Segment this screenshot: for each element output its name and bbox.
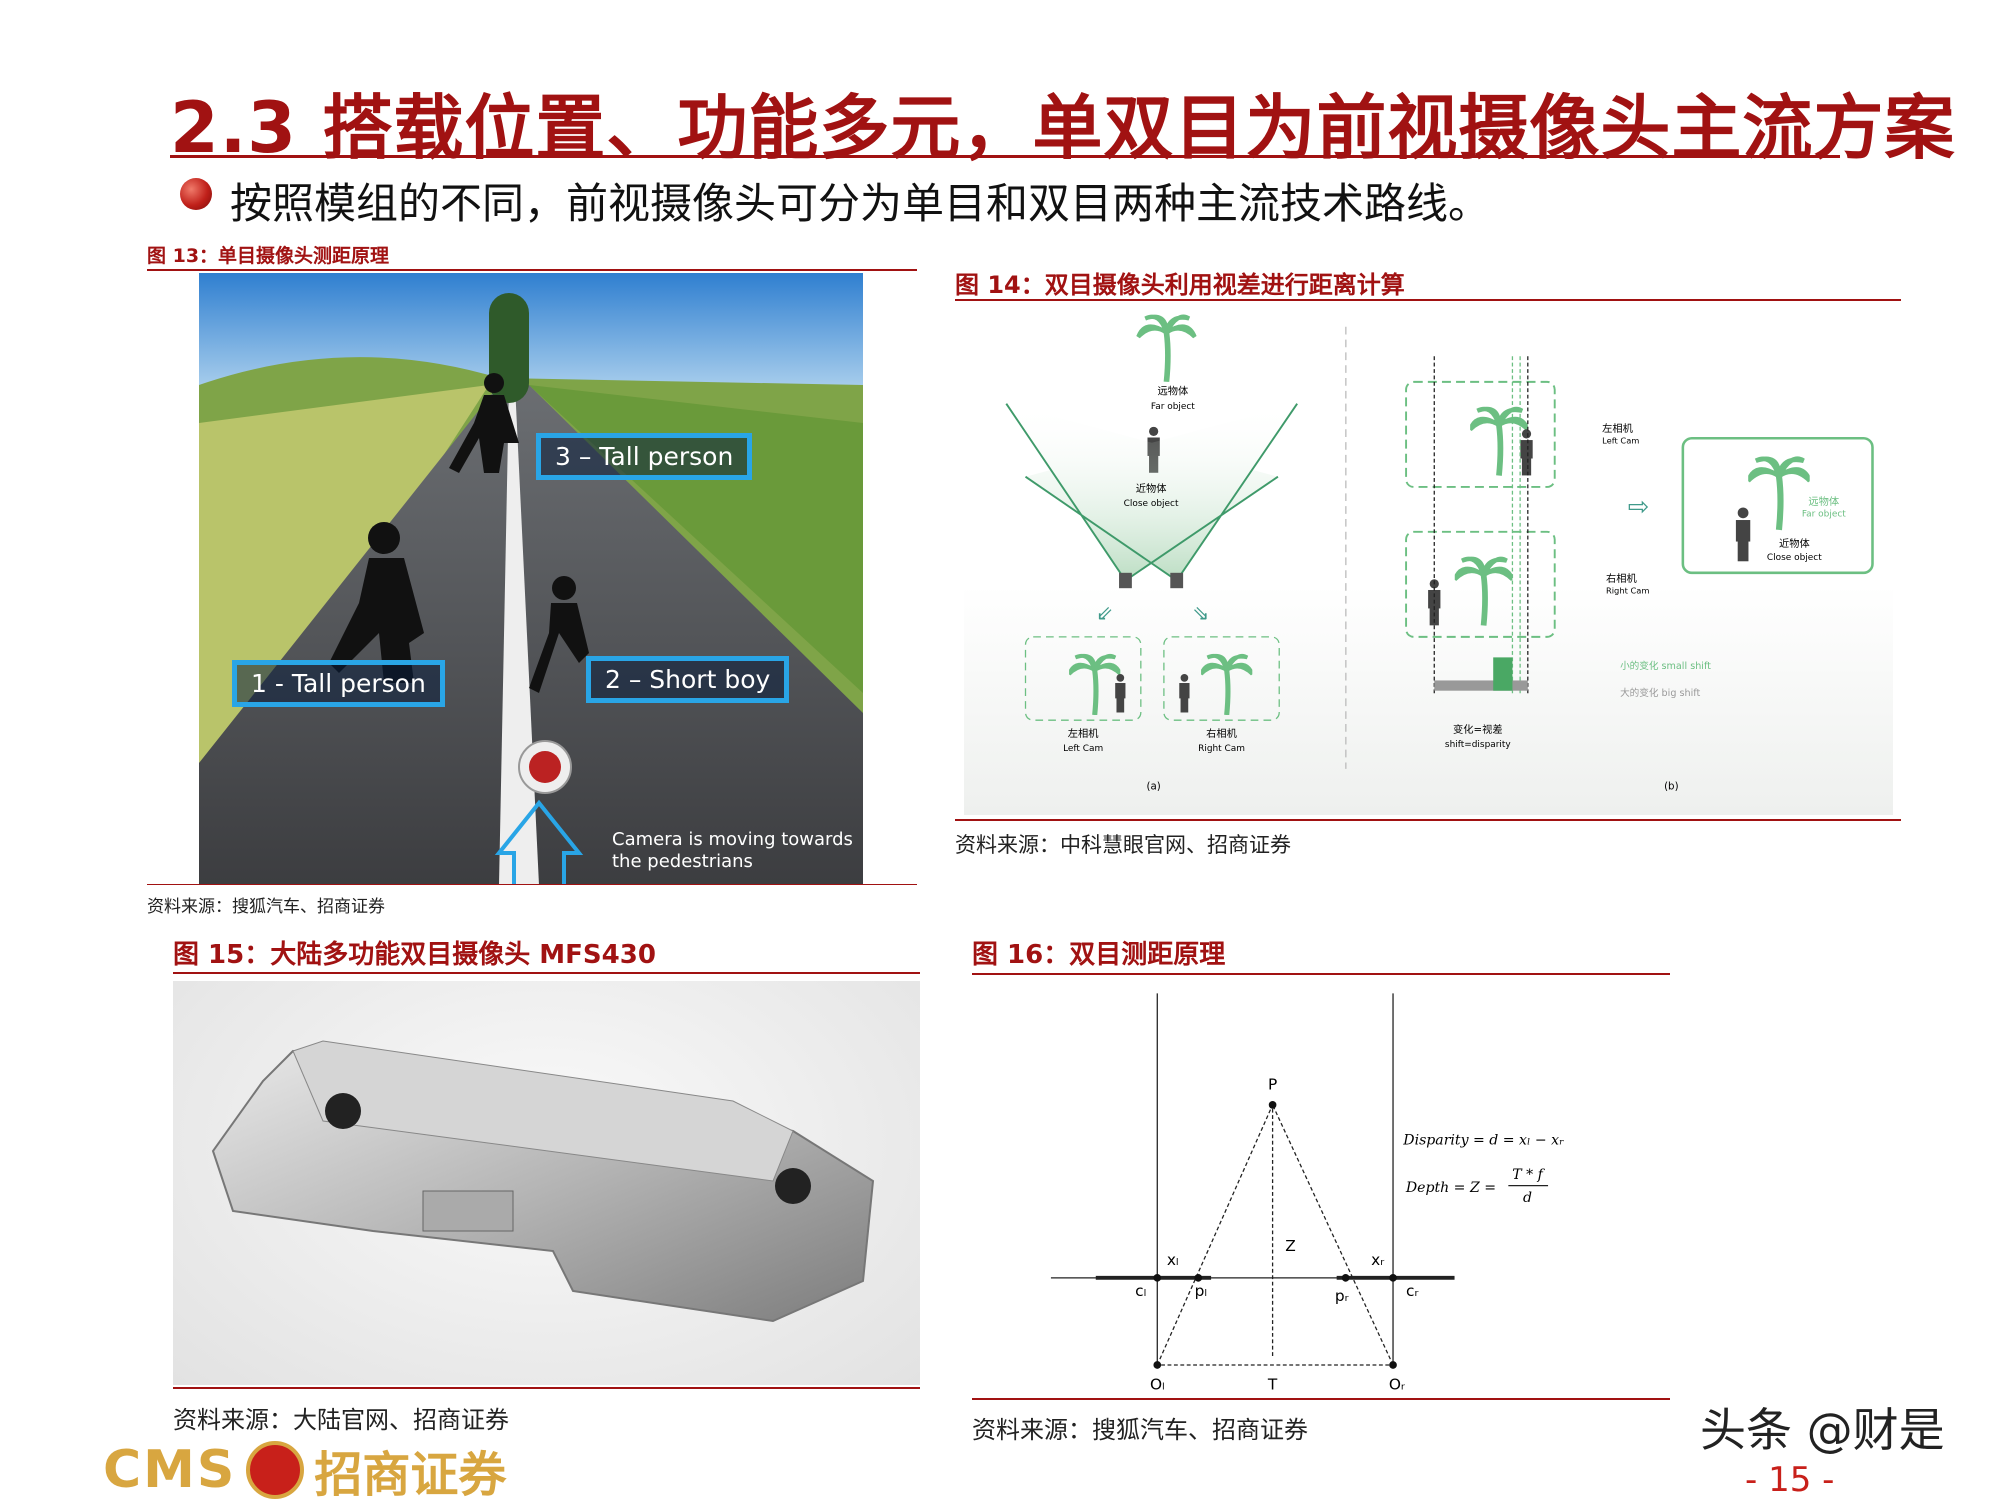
far-object-en: Far object <box>1151 402 1195 412</box>
fig15-camera-photo <box>173 981 920 1385</box>
far-object-cn-b: 远物体 <box>1808 495 1839 508</box>
pedestrian-silhouettes <box>329 373 589 693</box>
depth-formula-left: Depth = Z = <box>1405 1180 1496 1196</box>
fig13-bottom-rule <box>147 884 917 885</box>
fig14-stereo-diagram: 远物体 Far object 近物体 Close object ⇙ ⇘ 左相机 L… <box>964 305 1893 815</box>
camera-moving-text: Camera is moving towards the pedestrians <box>612 829 853 873</box>
label-Z: Z <box>1285 1237 1296 1255</box>
cms-logo: CMS 招商证券 <box>103 1440 506 1503</box>
panel-a-label: (a) <box>1147 780 1161 792</box>
fig15-bottom-rule <box>173 1387 920 1389</box>
direction-arrow-icon <box>494 799 584 885</box>
small-shift-label: 小的变化 small shift <box>1620 660 1711 672</box>
far-object-en-b: Far object <box>1802 509 1846 519</box>
label-Ol: Oₗ <box>1150 1375 1165 1393</box>
close-object-cn: 近物体 <box>1136 482 1167 495</box>
label-pl: pₗ <box>1195 1282 1207 1300</box>
close-object-cn-b: 近物体 <box>1779 537 1810 550</box>
label-short-boy: 2 – Short boy <box>586 656 790 703</box>
left-cam-en-a: Left Cam <box>1063 744 1103 754</box>
fig13-rule <box>147 269 917 271</box>
logo-emblem-icon <box>246 1441 305 1499</box>
left-lens-icon <box>325 1093 361 1129</box>
right-cam-en-a: Right Cam <box>1198 744 1245 754</box>
depth-formula-numerator: T * f <box>1512 1167 1545 1183</box>
fig16-source: 资料来源：搜狐汽车、招商证券 <box>972 1416 1308 1444</box>
watermark: 头条 @财是 <box>1700 1403 1945 1457</box>
svg-text:⇙: ⇙ <box>1096 601 1113 625</box>
fig14-rule <box>955 299 1901 301</box>
far-object-cn: 远物体 <box>1157 385 1188 398</box>
bullet-icon <box>180 178 212 210</box>
shift-en: shift=disparity <box>1445 740 1512 750</box>
label-tall-person-3: 3 – Tall person <box>536 433 753 480</box>
fig16-rule <box>972 973 1670 975</box>
page-number: - 15 - <box>1745 1460 1835 1500</box>
camera-text-line-2: the pedestrians <box>612 851 753 872</box>
right-cam-cn-a: 右相机 <box>1206 727 1238 740</box>
svg-text:⇘: ⇘ <box>1192 601 1209 625</box>
fig16-bottom-rule <box>972 1398 1670 1400</box>
right-cam-en-b: Right Cam <box>1606 585 1650 595</box>
close-object-en: Close object <box>1124 499 1179 509</box>
close-object-en-b: Close object <box>1767 553 1822 563</box>
left-cam-en-b: Left Cam <box>1602 435 1639 445</box>
bullet-text: 按照模组的不同，前视摄像头可分为单目和双目两种主流技术路线。 <box>230 179 1491 228</box>
fig15-caption: 图 15：大陆多功能双目摄像头 MFS430 <box>173 940 656 970</box>
svg-text:⇨: ⇨ <box>1628 492 1649 522</box>
fig14-bottom-rule <box>955 819 1901 821</box>
label-tall-person-1: 1 - Tall person <box>232 660 445 707</box>
fig15-rule <box>173 972 920 974</box>
left-cam-cn-a: 左相机 <box>1068 727 1100 740</box>
big-shift-label: 大的变化 big shift <box>1620 687 1700 699</box>
fig13-caption: 图 13：单目摄像头测距原理 <box>147 245 390 267</box>
right-lens-icon <box>775 1168 811 1204</box>
logo-cms-text: CMS <box>103 1440 237 1500</box>
fig14-caption: 图 14：双目摄像头利用视差进行距离计算 <box>955 271 1405 299</box>
fig13-road-image: 3 – Tall person 1 - Tall person 2 – Shor… <box>199 273 863 885</box>
title-underline <box>170 155 1840 158</box>
fig14-source: 资料来源：中科慧眼官网、招商证券 <box>955 833 1291 857</box>
depth-formula-denominator: d <box>1523 1190 1532 1206</box>
fig15-source: 资料来源：大陆官网、招商证券 <box>173 1406 509 1434</box>
disparity-formula: Disparity = d = xₗ − xᵣ <box>1402 1133 1564 1149</box>
label-Or: Oᵣ <box>1389 1375 1405 1393</box>
fig16-caption: 图 16：双目测距原理 <box>972 940 1226 970</box>
label-T: T <box>1267 1375 1278 1393</box>
left-cam-cn-b: 左相机 <box>1602 422 1634 435</box>
label-cr: cᵣ <box>1406 1282 1418 1300</box>
logo-cn-text: 招商证券 <box>314 1447 507 1503</box>
label-xl: xₗ <box>1167 1251 1179 1269</box>
fig16-stereo-geometry: P Z T Oₗ Oᵣ cₗ cᵣ pₗ pᵣ xₗ xᵣ Disparity … <box>974 987 1666 1397</box>
fig13-source: 资料来源：搜狐汽车、招商证券 <box>147 897 385 917</box>
label-P: P <box>1268 1076 1277 1094</box>
label-cl: cₗ <box>1135 1282 1146 1300</box>
panel-b-label: (b) <box>1664 780 1679 792</box>
shift-cn: 变化=视差 <box>1453 723 1503 736</box>
camera-text-line-1: Camera is moving towards <box>612 829 853 850</box>
right-cam-cn-b: 右相机 <box>1606 572 1638 585</box>
label-xr: xᵣ <box>1371 1251 1384 1269</box>
label-pr: pᵣ <box>1335 1287 1349 1305</box>
